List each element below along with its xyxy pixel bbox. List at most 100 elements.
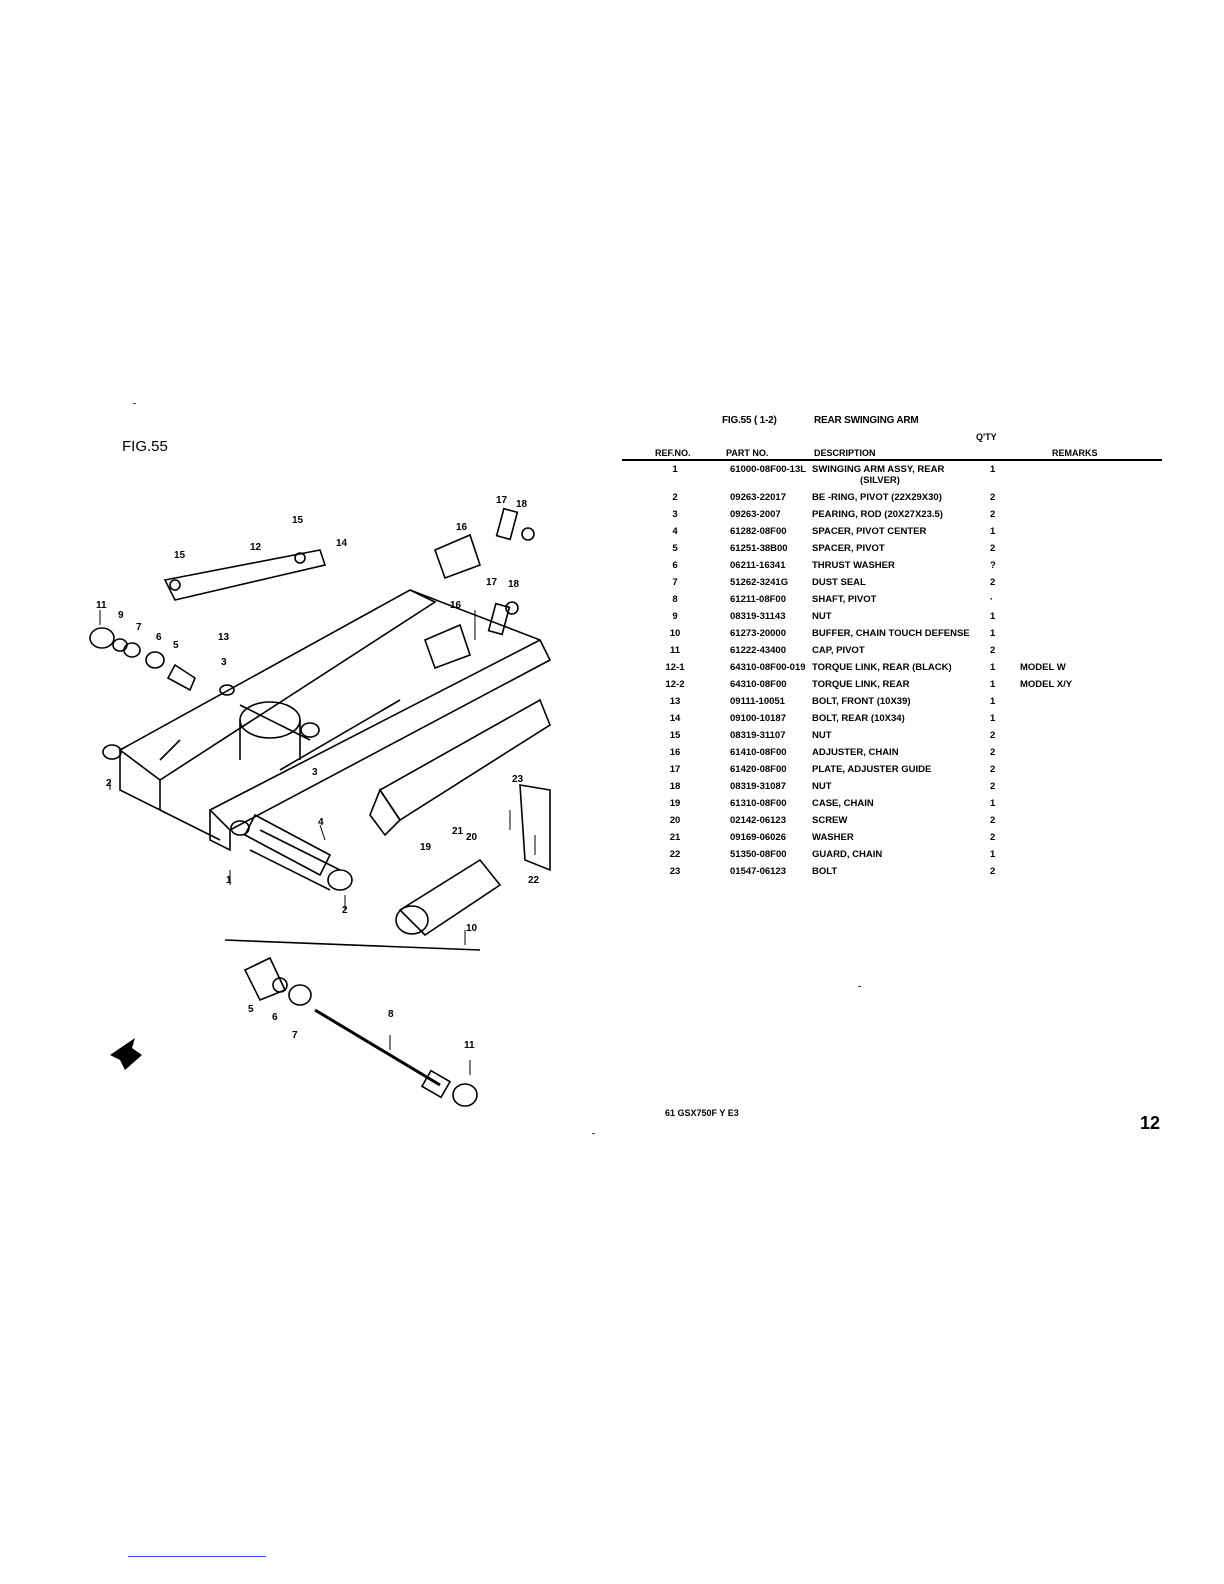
description-cell-text: SPACER, PIVOT	[812, 543, 885, 554]
part-no-cell: 61000-08F00-13L	[730, 464, 812, 492]
part-no-cell: 09263-2007	[730, 509, 812, 526]
description-cell-text: ADJUSTER, CHAIN	[812, 747, 899, 758]
description-cell: THRUST WASHER	[812, 560, 990, 577]
ref-no-cell-text: 20	[669, 815, 681, 826]
part-no-cell-text: 61251-38B00	[730, 543, 788, 554]
remarks-cell	[1020, 526, 1120, 543]
callout-3: 3	[221, 657, 227, 668]
callout-21: 21	[452, 826, 464, 837]
callout-19: 19	[420, 842, 432, 853]
qty-cell: 1	[990, 526, 1020, 543]
part-no-cell: 09111-10051	[730, 696, 812, 713]
remarks-cell	[1020, 464, 1120, 492]
part-no-cell-text: 61273-20000	[730, 628, 786, 639]
bottom-rule	[128, 1556, 266, 1557]
ref-no-cell-text: 12-2	[665, 679, 685, 690]
description-cell-text: CASE, CHAIN	[812, 798, 874, 809]
qty-cell: 2	[990, 577, 1020, 594]
remarks-cell	[1020, 798, 1120, 815]
ref-no-cell: 2	[620, 492, 730, 509]
remarks-cell	[1020, 832, 1120, 849]
callout-23: 23	[512, 774, 524, 785]
description-cell: TORQUE LINK, REAR	[812, 679, 990, 696]
remarks-cell	[1020, 577, 1120, 594]
ref-no-cell-text: 12-1	[665, 662, 685, 673]
qty-header: Q'TY	[976, 432, 997, 442]
qty-cell: 1	[990, 464, 1020, 492]
qty-cell-text: 1	[990, 798, 996, 809]
callout-2b: 2	[342, 905, 348, 916]
description-cell: CASE, CHAIN	[812, 798, 990, 815]
ref-no-cell-text: 15	[669, 730, 681, 741]
ref-no-cell-text: 7	[672, 577, 678, 588]
qty-cell: ?	[990, 560, 1020, 577]
ref-no-cell-text: 4	[672, 526, 678, 537]
callout-7: 7	[136, 622, 142, 633]
callout-3b: 3	[312, 767, 318, 778]
remarks-cell	[1020, 866, 1120, 883]
part-no-cell: 02142-06123	[730, 815, 812, 832]
qty-cell: 2	[990, 747, 1020, 764]
description-cell: NUT	[812, 730, 990, 747]
part-no-cell: 51350-08F00	[730, 849, 812, 866]
part-no-cell-text: 02142-06123	[730, 815, 786, 826]
description-cell-text: SHAFT, PIVOT	[812, 594, 877, 605]
part-no-cell: 61410-08F00	[730, 747, 812, 764]
callout-17b: 17	[486, 577, 498, 588]
part-no-cell-text: 61310-08F00	[730, 798, 787, 809]
qty-cell-text: 1	[990, 611, 996, 622]
description-cell: WASHER	[812, 832, 990, 849]
qty-cell: 2	[990, 509, 1020, 526]
ref-no-cell-text: 5	[672, 543, 678, 554]
ref-no-cell: 12-2	[620, 679, 730, 696]
callout-11: 11	[96, 600, 107, 611]
callout-8: 8	[388, 1009, 394, 1020]
description-cell-text: NUT	[812, 730, 832, 741]
remarks-cell	[1020, 509, 1120, 526]
qty-cell: 1	[990, 696, 1020, 713]
figure-label: FIG.55	[122, 438, 168, 455]
remarks-cell	[1020, 645, 1120, 662]
ref-no-cell: 12-1	[620, 662, 730, 679]
ref-no-cell: 8	[620, 594, 730, 611]
qty-cell-text: 2	[990, 866, 996, 877]
part-no-cell-text: 01547-06123	[730, 866, 786, 877]
qty-cell: 2	[990, 866, 1020, 883]
part-no-cell-text: 09111-10051	[730, 696, 785, 707]
description-cell: SWINGING ARM ASSY, REAR(SILVER)	[812, 464, 990, 492]
qty-cell-text: 1	[990, 464, 996, 475]
part-no-cell: 08319-31107	[730, 730, 812, 747]
part-no-cell: 09263-22017	[730, 492, 812, 509]
remarks-cell	[1020, 492, 1120, 509]
remarks-cell	[1020, 764, 1120, 781]
model-code: 61 GSX750F Y E3	[665, 1108, 739, 1118]
part-no-cell: 08319-31143	[730, 611, 812, 628]
scan-speck	[592, 1133, 595, 1134]
callout-6b: 6	[272, 1012, 278, 1023]
description-cell-text: DUST SEAL	[812, 577, 866, 588]
qty-cell-text: 2	[990, 577, 996, 588]
qty-cell-text: 1	[990, 713, 996, 724]
part-no-cell-text: 61282-08F00	[730, 526, 787, 537]
qty-cell: 2	[990, 781, 1020, 798]
ref-no-header: REF.NO.	[655, 448, 691, 458]
ref-no-cell-text: 9	[672, 611, 678, 622]
remarks-cell	[1020, 849, 1120, 866]
remarks-cell	[1020, 560, 1120, 577]
description-cell-text: SWINGING ARM ASSY, REAR	[812, 464, 945, 475]
header-rule	[622, 459, 1162, 461]
ref-no-cell: 9	[620, 611, 730, 628]
description-cell: NUT	[812, 781, 990, 798]
description-cell-text: TORQUE LINK, REAR (BLACK)	[812, 662, 952, 673]
callout-14: 14	[336, 538, 348, 549]
description-cell-text: SPACER, PIVOT CENTER	[812, 526, 927, 537]
part-no-cell: 61282-08F00	[730, 526, 812, 543]
part-no-cell-text: 51262-3241G	[730, 577, 789, 588]
ref-no-cell-text: 17	[669, 764, 681, 775]
